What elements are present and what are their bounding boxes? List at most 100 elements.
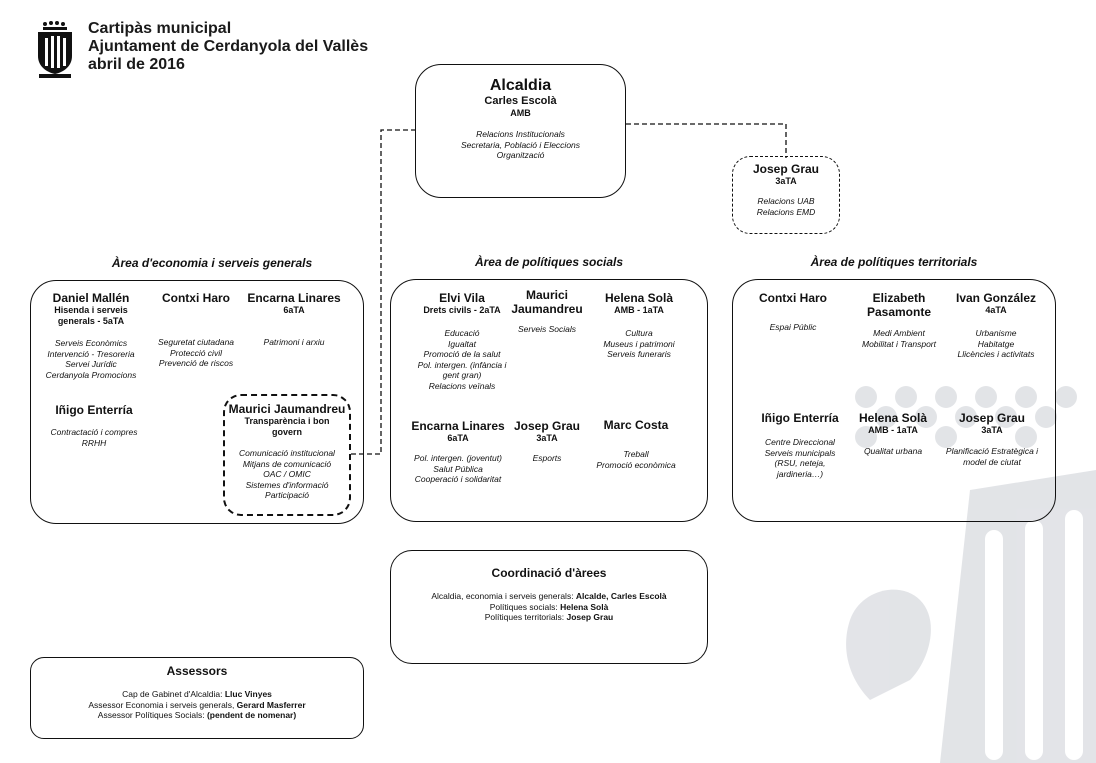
assessors-line: Assessor Polítiques Socials: (pendent de… (30, 710, 364, 721)
duty-item: Salut Pública (433, 463, 483, 474)
person-duties: Serveis Econòmics Intervenció - Tresorer… (36, 338, 146, 380)
coordinacio-content: Coordinació d'àrees Alcaldia, economia i… (390, 566, 708, 623)
role-line: Transparència i bon (244, 416, 330, 426)
alcaldia-name: Carles Escolà (484, 95, 557, 107)
person-name: Encarna Linares (247, 291, 341, 305)
person-card: Iñigo Enterría Centre Direccional Servei… (750, 411, 850, 479)
person-name: Elvi Vila (439, 291, 485, 305)
area-title-territorials: Àrea de polítiques territorials (810, 255, 978, 269)
person-name: Josep Grau (752, 162, 820, 176)
person-card: Encarna Linares 6aTA Pol. intergen. (jov… (404, 419, 512, 485)
person-role: 3aTA (775, 176, 797, 186)
role-line: generals - 5aTA (57, 316, 125, 326)
line-prefix: Assessor Polítiques Socials: (97, 710, 207, 720)
duty-item: Pol. intergen. (joventut) (414, 453, 502, 463)
line-bold: Josep Grau (566, 612, 614, 622)
person-role: Hisenda i serveis generals - 5aTA (36, 305, 146, 327)
josep-grau-top-content: Josep Grau 3aTA Relacions UAB Relacions … (732, 162, 840, 217)
person-duties: Esports (508, 453, 586, 464)
duty-item: Cultura (625, 328, 653, 338)
person-name: Iñigo Enterría (55, 403, 133, 417)
person-duties: Relacions UAB Relacions EMD (732, 196, 840, 217)
coat-of-arms-logo (38, 21, 72, 78)
coordinacio-title: Coordinació d'àrees (491, 566, 607, 580)
area-box-socials (390, 279, 708, 522)
person-name: Encarna Linares (411, 419, 505, 433)
person-role: Drets civils - 2aTA (423, 305, 501, 315)
person-card: Marc Costa Treball Promoció econòmica (586, 418, 686, 470)
duty-item: Urbanisme (975, 328, 1017, 338)
line-bold: Helena Solà (560, 601, 609, 612)
person-role: AMB - 1aTA (868, 425, 918, 435)
person-duties: Seguretat ciutadana Protecció civil Prev… (150, 337, 242, 369)
line-bold: Alcalde, Carles Escolà (575, 591, 667, 601)
maurici-transparencia-box (223, 394, 351, 516)
assessors-line: Assessor Economia i serveis generals, Ge… (30, 700, 364, 711)
person-card: Helena Solà AMB - 1aTA Qualitat urbana (850, 411, 936, 457)
line-bold: Lluc Vinyes (224, 689, 272, 699)
coordinacio-line: Polítiques territorials: Josep Grau (390, 612, 708, 623)
header-line-2: Ajuntament de Cerdanyola del Vallès (88, 38, 369, 55)
person-card: Contxi Haro Espai Públic (748, 291, 838, 333)
person-card: Iñigo Enterría Contractació i compres RR… (36, 403, 152, 448)
duty-item: Cooperació i solidaritat (414, 474, 502, 484)
person-role: 3aTA (536, 433, 558, 443)
line-bold: Gerard Masferrer (236, 699, 306, 710)
person-card: Elvi Vila Drets civils - 2aTA Educació I… (406, 291, 518, 391)
coordinacio-box (390, 550, 708, 664)
person-card: Daniel Mallén Hisenda i serveis generals… (36, 291, 146, 380)
duty-item: Llicències i activitats (957, 349, 1035, 359)
duty-item: Servei Jurídic (65, 359, 117, 369)
area-title-socials: Àrea de polítiques socials (474, 255, 624, 269)
person-card: Contxi Haro Seguretat ciutadana Protecci… (150, 291, 242, 369)
duty-item: Educació (444, 328, 480, 338)
coordinacio-line: Polítiques socials: Helena Solà (390, 602, 708, 613)
duty-item: model de ciutat (963, 456, 1021, 467)
duty-item: (RSU, neteja, (774, 458, 826, 468)
person-card: Elizabeth Pasamonte Medi Ambient Mobilit… (850, 291, 948, 349)
person-card: Maurici Jaumandreu Transparència i bon g… (223, 402, 351, 501)
person-role: 6aTA (447, 433, 469, 443)
duty-item: RRHH (81, 437, 107, 448)
duty-item: Qualitat urbana (863, 446, 923, 456)
area-box-economia (30, 280, 364, 524)
duty-item: Promoció econòmica (596, 459, 676, 470)
header-line-3: abril de 2016 (88, 56, 185, 73)
person-role: Transparència i bon govern (223, 416, 351, 438)
header-line-1: Cartipàs municipal (88, 20, 232, 37)
josep-grau-top-box (732, 156, 840, 234)
duty-item: Comunicació institucional (239, 448, 335, 458)
person-duties: Espai Públic (748, 322, 838, 333)
person-card: Helena Solà AMB - 1aTA Cultura Museus i … (588, 291, 690, 360)
duty-item: Organització (496, 150, 545, 160)
duty-item: Relacions veïnals (428, 380, 496, 391)
person-duties: Serveis Socials (504, 324, 590, 335)
line-prefix: Alcaldia, economia i serveis generals: (431, 591, 576, 601)
duty-item: Relacions EMD (756, 206, 816, 217)
person-name: Helena Solà (604, 291, 674, 305)
duty-item: Centre Direccional (765, 437, 835, 447)
duty-item: Serveis Socials (517, 324, 577, 334)
person-duties: Cultura Museus i patrimoni Serveis funer… (588, 328, 690, 360)
duty-item: Sistemes d'informació (245, 479, 329, 490)
duty-item: Pol. intergen. (infància i (417, 359, 507, 370)
duty-item: Participació (265, 490, 309, 500)
header-title: Cartipàs municipal Ajuntament de Cerdany… (88, 20, 368, 74)
person-duties: Educació Igualtat Promoció de la salut P… (406, 328, 518, 391)
alcaldia-title: Alcaldia (489, 77, 552, 94)
person-duties: Patrimoni i arxiu (244, 337, 344, 348)
person-card: Ivan González 4aTA Urbanisme Habitatge L… (948, 291, 1044, 360)
assessors-title: Assessors (166, 664, 228, 678)
person-duties: Contractació i compres RRHH (36, 427, 152, 448)
alcaldia-duties: Relacions Institucionals Secretaria, Pob… (415, 129, 626, 161)
duty-item: Serveis Econòmics (54, 338, 128, 348)
alcaldia-content: Alcaldia Carles Escolà AMB Relacions Ins… (415, 77, 626, 161)
name-line: Pasamonte (866, 305, 932, 319)
duty-item: gent gran) (442, 370, 482, 380)
name-line: Maurici (525, 288, 568, 302)
duty-item: Espai Públic (769, 322, 817, 332)
person-name: Daniel Mallén (52, 291, 130, 305)
person-name: Helena Solà (858, 411, 928, 425)
person-name: Contxi Haro (758, 291, 827, 305)
